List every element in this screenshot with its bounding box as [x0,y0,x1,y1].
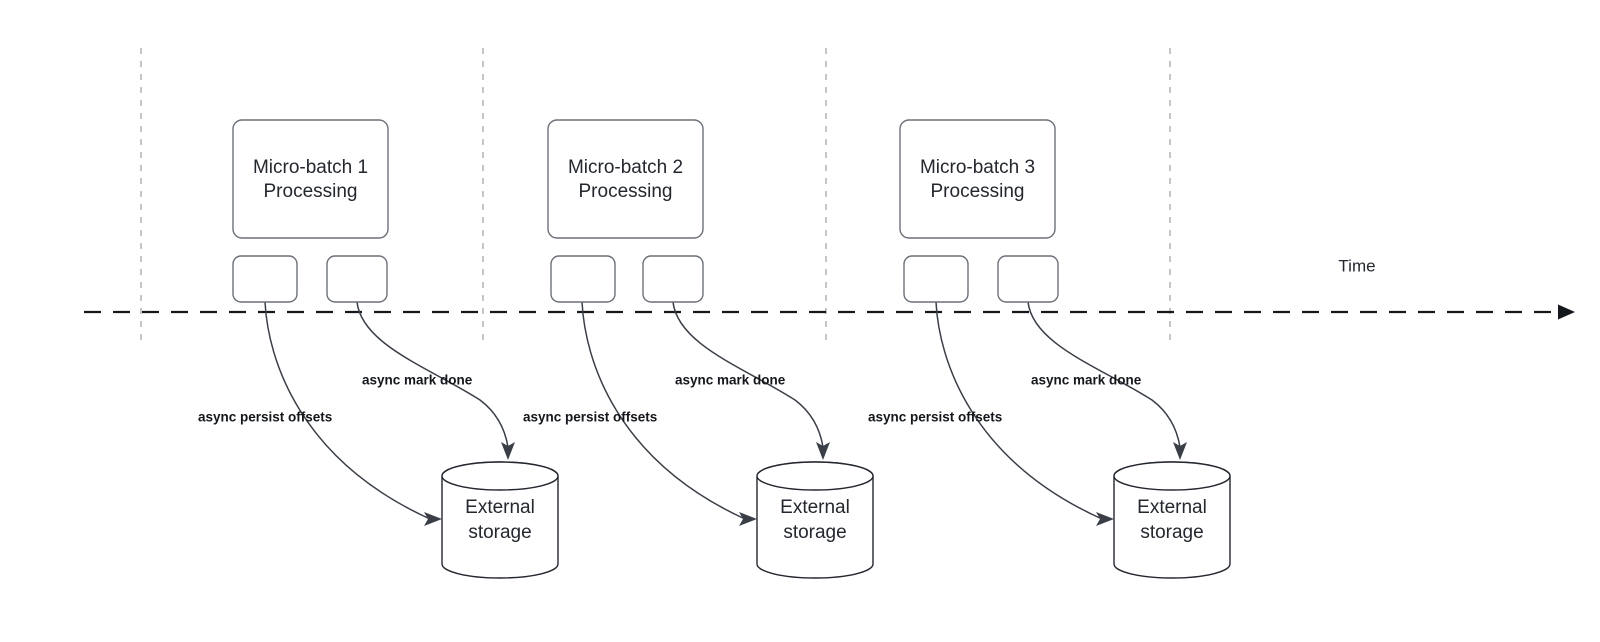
group-3-mark-done-task-box[interactable] [997,255,1059,303]
group-3-persist-offsets-edge-curve [935,301,1103,520]
group-2-storage-cylinder-top [756,461,874,491]
group-1-mark-done-edge-curve [356,301,509,448]
timeline-tick-group [140,48,1171,345]
group-2-mark-done-task-box[interactable] [642,255,704,303]
group-1-process-box[interactable] [232,119,389,239]
group-1-persist-task-box[interactable] [232,255,298,303]
group-3-storage-cylinder-top [1113,461,1231,491]
group-2-persist-task-box[interactable] [550,255,616,303]
timeline-arrowhead-icon [1558,304,1575,320]
group-3-persist-task-box[interactable] [903,255,969,303]
group-2-storage-label-line2: storage [783,522,846,543]
group-2-process-label-line1: Micro-batch 2 [568,157,683,178]
group-3-mark-done-edge-arrowhead-icon [1173,442,1187,460]
group-1-mark-done-edge-label: async mark done [362,373,473,388]
group-2-persist-offsets-edge-curve [581,301,746,520]
group-2-mark-done-edge-curve [672,301,824,448]
group-3-storage-label-line2: storage [1140,522,1203,543]
edge-label-group: async persist offsets async mark done asyn… [198,373,1142,425]
group-3-storage-label-line1: External [1137,497,1207,518]
group-1-mark-done-edge-arrowhead-icon [501,442,515,460]
group-1-storage-label-line2: storage [468,522,531,543]
axis-label-group: Time [1338,256,1375,275]
timeline-axis-label: Time [1338,256,1375,275]
group-2-persist-offsets-edge-arrowhead-icon [739,512,757,526]
group-2-storage-label-line1: External [780,497,850,518]
group-3-process-label-line1: Micro-batch 3 [920,157,1035,178]
group-1-process-label-line1: Micro-batch 1 [253,157,368,178]
timeline-axis-group [84,304,1575,320]
group-1-storage-label-line1: External [465,497,535,518]
group-2-mark-done-edge-arrowhead-icon [816,442,830,460]
group-1-persist-offsets-edge-label: async persist offsets [198,410,332,425]
group-1-storage-cylinder-top [441,461,559,491]
group-3-process-box[interactable] [899,119,1056,239]
group-1-persist-offsets-edge-arrowhead-icon [424,512,442,526]
group-2-persist-offsets-edge-label: async persist offsets [523,410,657,425]
group-3-mark-done-edge-label: async mark done [1031,373,1142,388]
group-3-persist-offsets-edge-label: async persist offsets [868,410,1002,425]
group-1-persist-offsets-edge-curve [264,301,431,520]
group-3-persist-offsets-edge-arrowhead-icon [1096,512,1114,526]
group-3-mark-done-edge-curve [1027,301,1181,448]
flow-edge-group [264,301,1187,526]
group-2-mark-done-edge-label: async mark done [675,373,786,388]
group-1-process-label-line2: Processing [264,181,358,202]
group-2-process-box[interactable] [547,119,704,239]
group-3-process-label-line2: Processing [931,181,1025,202]
group-2-process-label-line2: Processing [579,181,673,202]
group-1-mark-done-task-box[interactable] [326,255,388,303]
